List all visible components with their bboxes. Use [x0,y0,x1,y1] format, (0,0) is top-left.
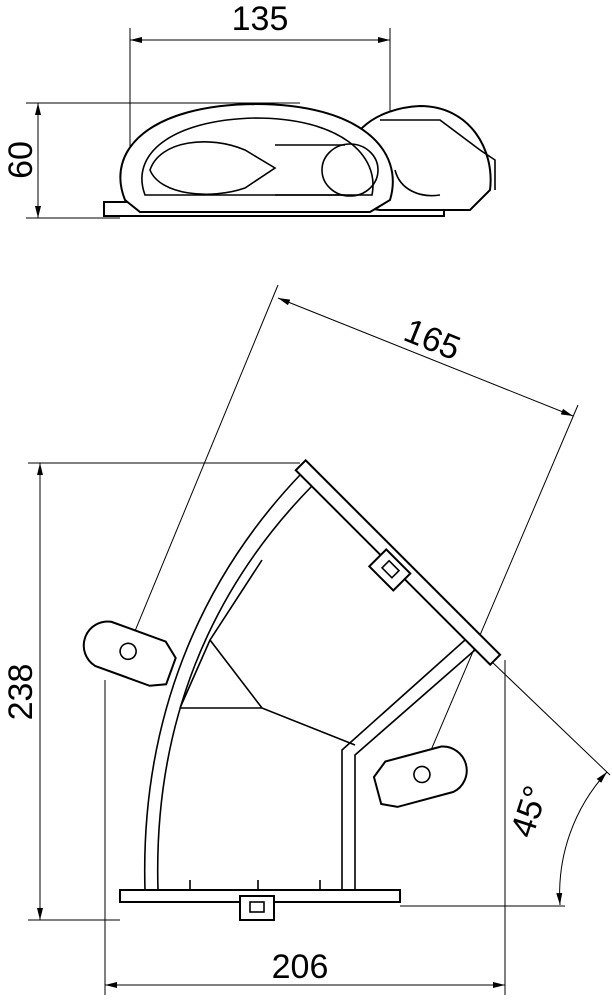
top-part-outline [103,102,496,217]
dimension-45: 45° [504,781,556,842]
top-view: 135 60 [2,0,496,219]
dimension-238: 238 [2,664,40,721]
angle-arc-45 [556,771,608,906]
extension-line [489,659,611,776]
extension-line [419,404,579,777]
dimension-135: 135 [232,0,289,38]
front-view: 165 238 206 45° [2,284,611,995]
dimension-line-165 [277,297,574,417]
dimension-60: 60 [2,141,40,179]
dimension-206: 206 [272,948,329,986]
dimension-165: 165 [399,312,466,368]
extension-line [127,284,279,649]
elbow-part-outline [82,458,502,921]
